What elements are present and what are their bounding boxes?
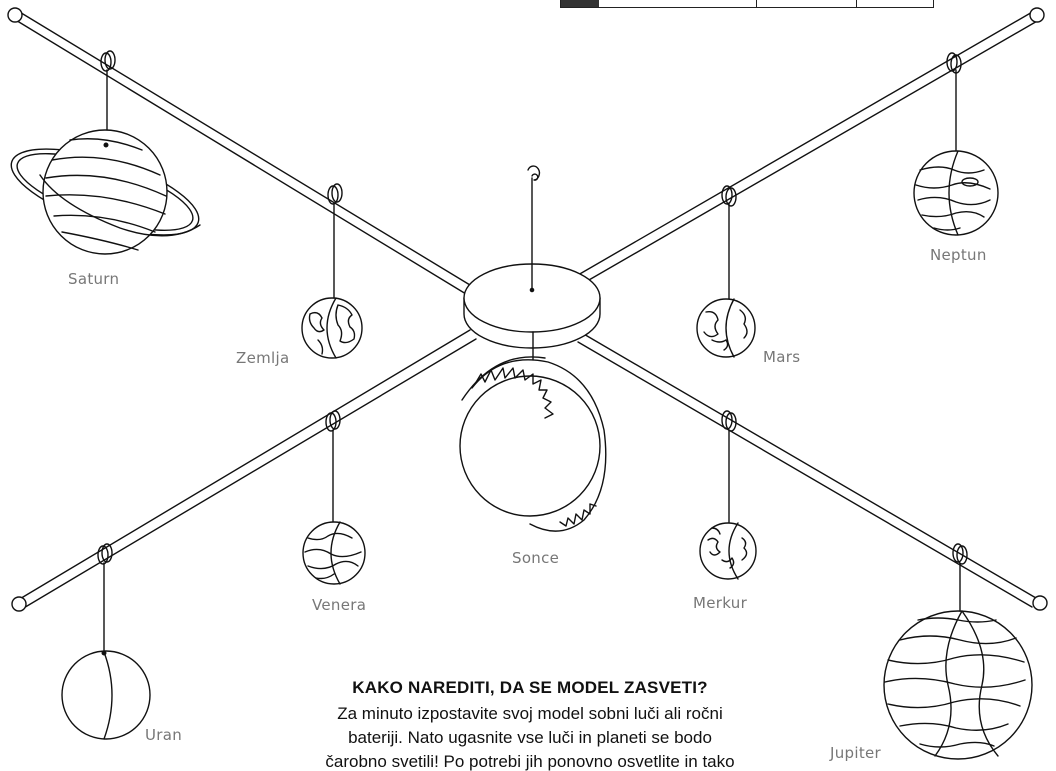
label-merkur: Merkur bbox=[693, 594, 747, 612]
rod-top-right bbox=[578, 8, 1044, 284]
mars-planet bbox=[697, 299, 755, 357]
earth-planet bbox=[302, 298, 362, 358]
saturn-planet bbox=[2, 130, 208, 254]
label-sonce: Sonce bbox=[512, 549, 559, 567]
venus-planet bbox=[303, 522, 365, 584]
label-saturn: Saturn bbox=[68, 270, 119, 288]
label-jupiter: Jupiter bbox=[830, 744, 881, 762]
instructions-block: KAKO NAREDITI, DA SE MODEL ZASVETI? Za m… bbox=[290, 678, 770, 771]
jupiter-planet bbox=[884, 611, 1032, 759]
label-mars: Mars bbox=[763, 348, 800, 366]
label-uran: Uran bbox=[145, 726, 182, 744]
neptune-planet bbox=[914, 151, 998, 235]
rod-bottom-right bbox=[578, 333, 1047, 610]
label-zemlja: Zemlja bbox=[236, 349, 289, 367]
instructions-line: čarobno svetili! Po potrebi jih ponovno … bbox=[290, 750, 770, 771]
label-neptun: Neptun bbox=[930, 246, 987, 264]
instructions-heading: KAKO NAREDITI, DA SE MODEL ZASVETI? bbox=[290, 678, 770, 698]
mercury-planet bbox=[700, 523, 756, 579]
center-hub bbox=[464, 166, 600, 348]
sun-planet bbox=[460, 357, 606, 531]
instructions-line: bateriji. Nato ugasnite vse luči in plan… bbox=[290, 726, 770, 750]
uranus-planet bbox=[62, 651, 150, 739]
rod-bottom-left bbox=[12, 330, 476, 611]
instructions-line: Za minuto izpostavite svoj model sobni l… bbox=[290, 702, 770, 726]
label-venera: Venera bbox=[312, 596, 366, 614]
